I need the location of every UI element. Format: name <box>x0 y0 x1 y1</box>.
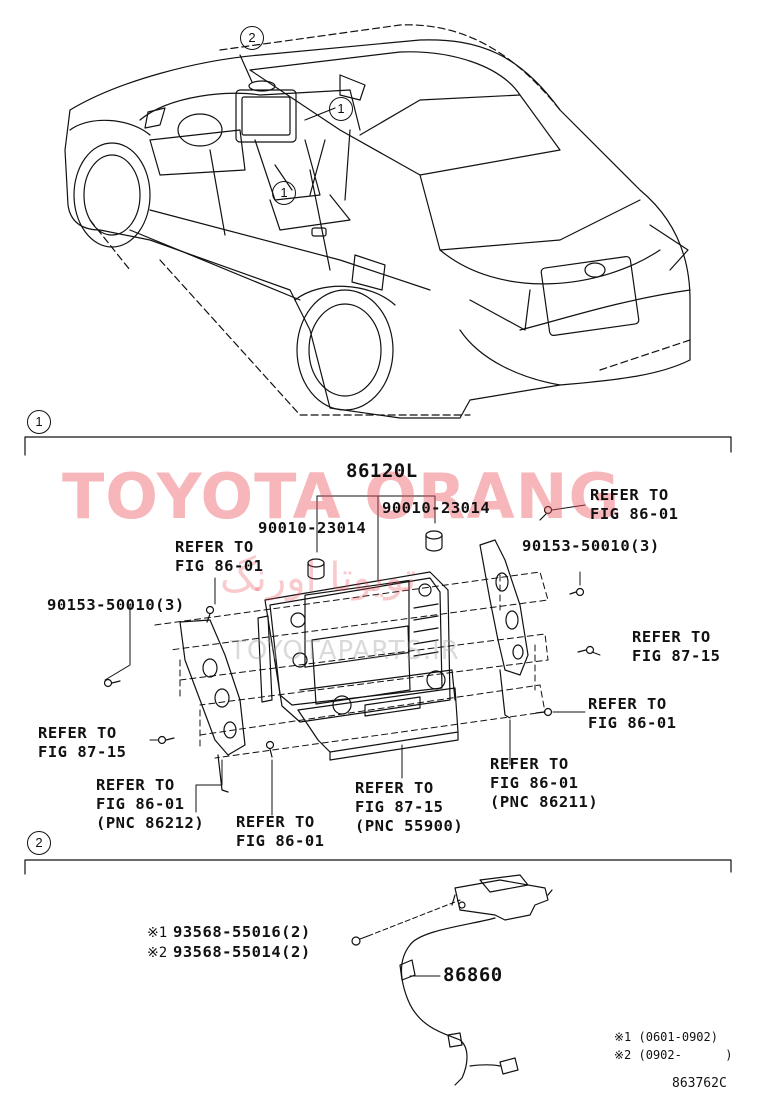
lower-panel <box>297 670 459 761</box>
antenna-86860 <box>399 874 553 1086</box>
note-2: ※2 (0902- ) <box>614 1048 733 1062</box>
left-bracket <box>179 619 246 793</box>
label-refer-bracket-left: REFER TO FIG 86-01 (PNC 86212) <box>96 776 205 832</box>
car-hidden-lines <box>89 24 691 416</box>
label-screw-left: 90153-50010(3) <box>47 596 185 614</box>
callout-2-section: 2 <box>27 831 51 855</box>
section2-divider <box>24 859 732 875</box>
label-bolt-left: 90010-23014 <box>258 519 367 537</box>
label-refer-bracket-right: REFER TO FIG 86-01 (PNC 86211) <box>490 755 599 811</box>
callout-2-car: 2 <box>240 26 264 50</box>
right-bracket <box>479 539 529 719</box>
note-1: ※1 (0601-0902) <box>614 1030 718 1044</box>
car-illustration <box>64 39 691 419</box>
label-bolt-right: 90010-23014 <box>382 499 491 517</box>
callout-1-car-lower: 1 <box>272 181 296 205</box>
label-screw-1-mark: ※1 <box>147 925 168 941</box>
bolt-right-90010 <box>425 530 443 552</box>
callout-1-car-upper: 1 <box>329 97 353 121</box>
bolt-left-90010 <box>307 558 325 580</box>
label-refer-bottom-bolt: REFER TO FIG 86-01 <box>236 813 325 850</box>
callout-1-section: 1 <box>27 410 51 434</box>
antenna-screw <box>351 935 369 946</box>
label-refer-left-mid: REFER TO FIG 87-15 <box>38 724 127 761</box>
leaders-section2 <box>367 899 461 937</box>
figure-code: 863762C <box>672 1076 727 1091</box>
label-screw-2-mark: ※2 <box>147 945 168 961</box>
label-screw-right: 90153-50010(3) <box>522 537 660 555</box>
watermark-site: TOYOTAPARTS.IR <box>230 636 460 666</box>
label-refer-bottom-center: REFER TO FIG 87-15 (PNC 55900) <box>355 779 464 835</box>
label-refer-right-mid: REFER TO FIG 87-15 <box>632 628 721 665</box>
label-86860: 86860 <box>443 964 503 986</box>
label-refer-left-upper: REFER TO FIG 86-01 <box>175 538 264 575</box>
watermark-arabic: تويوتا اورنگ <box>220 555 417 601</box>
section1-divider <box>24 436 732 456</box>
dashed-mount-planes <box>154 571 549 759</box>
label-refer-right-lower: REFER TO FIG 86-01 <box>588 695 677 732</box>
head-unit-86120L <box>257 571 456 723</box>
label-86120L: 86120L <box>346 460 418 482</box>
screw-markers <box>103 505 595 758</box>
label-screw-2: 93568-55014(2) <box>173 943 311 961</box>
label-refer-top-right: REFER TO FIG 86-01 <box>590 486 679 523</box>
watermark-toyota-orang: TOYOTA ORANG <box>62 460 621 533</box>
leaders-section1 <box>104 495 601 816</box>
label-screw-1: 93568-55016(2) <box>173 923 311 941</box>
